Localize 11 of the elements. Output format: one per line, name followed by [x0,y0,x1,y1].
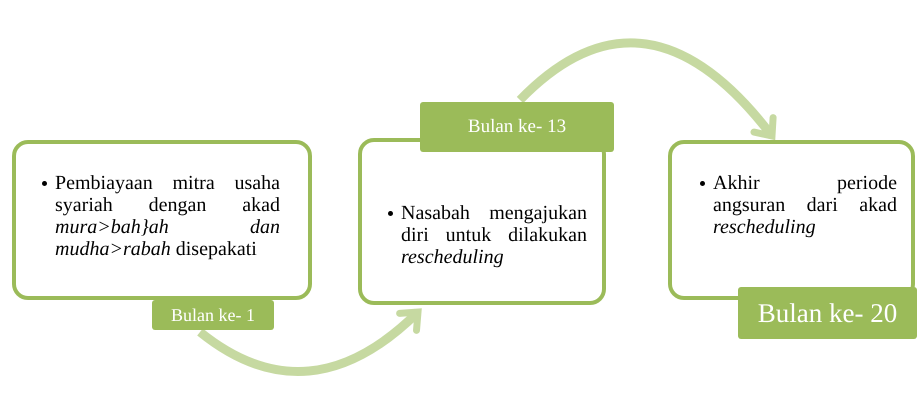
step-description: Pembiayaan mitra usaha syariah dengan akad mura>bah}ah dan mudha>rabah disepakati [55,172,280,260]
step-card [12,140,312,300]
curved-arrow [516,38,776,140]
month-tab: Bulan ke- 1 [152,300,274,330]
step-description: Nasabah mengajukan diri untuk dilakukan rescheduling [401,202,587,268]
month-tab: Bulan ke- 13 [420,102,614,152]
curved-arrow [197,308,422,376]
month-tab: Bulan ke- 20 [738,287,917,339]
step-card [358,138,606,305]
step-card [668,140,915,300]
step-description: Akhir periode angsuran dari akad rescheduling [713,172,897,238]
